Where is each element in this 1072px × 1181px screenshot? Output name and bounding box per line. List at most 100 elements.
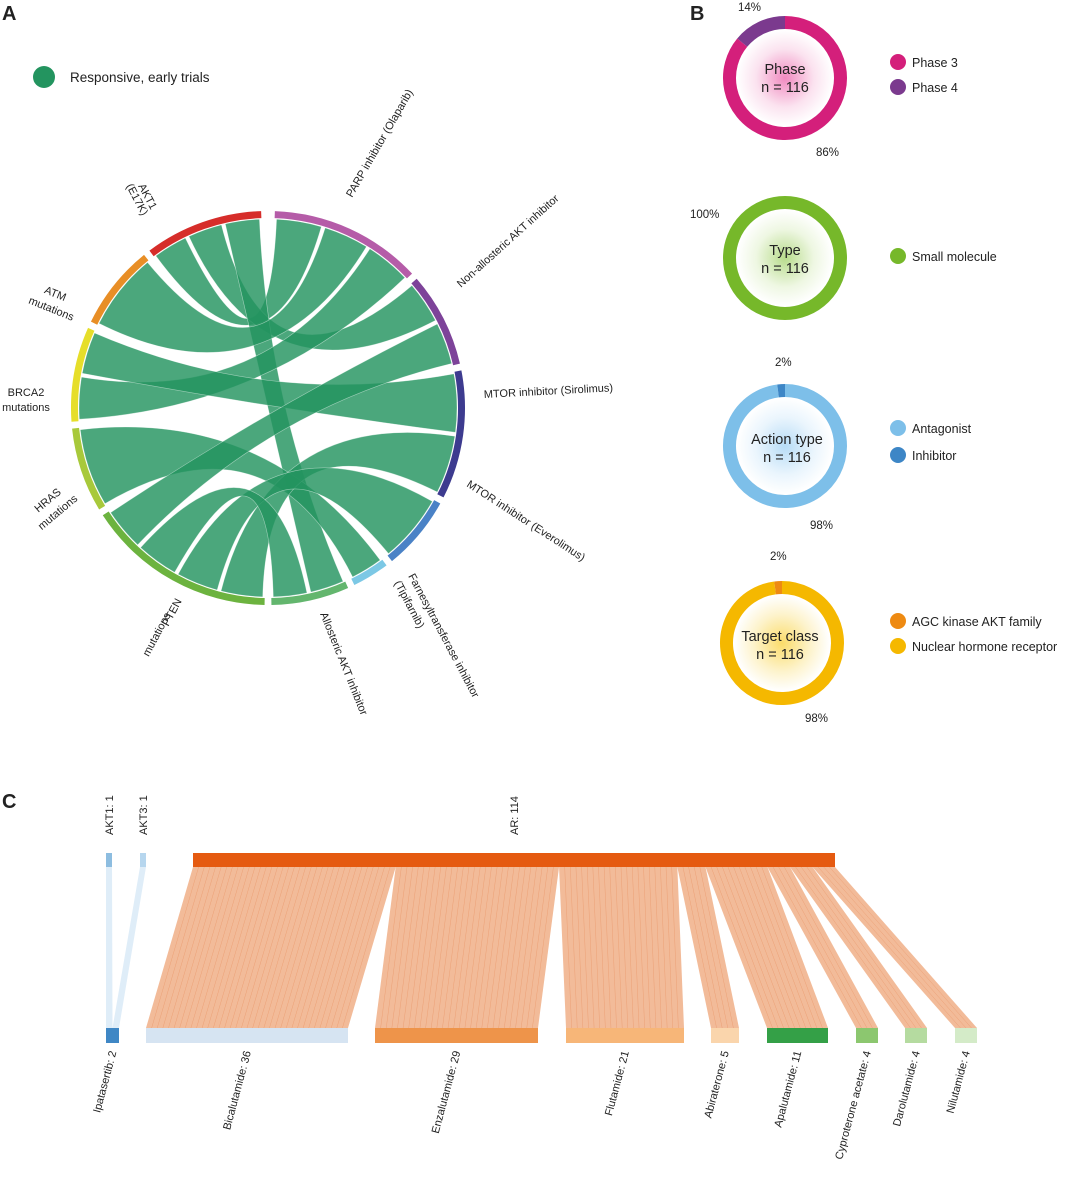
donut-target-pct-agc: 2% xyxy=(770,551,787,563)
donut-phase-title: Phase xyxy=(764,62,805,78)
sankey-source-label: AR: 114 xyxy=(509,796,521,835)
chord-arc-nonallo xyxy=(411,278,460,366)
legend-inhibitor-swatch xyxy=(890,447,906,463)
sankey-target-label: Darolutamide: 4 xyxy=(891,1050,923,1128)
sankey-source-label: AKT1: 1 xyxy=(104,795,116,835)
chord-label-nonallo: Non-allosteric AKT inhibitor xyxy=(455,192,562,290)
donut-panel: Phase n = 116 14% 86% Phase 3 Phase 4 Ty… xyxy=(690,2,1057,725)
sankey-target-node xyxy=(955,1028,977,1043)
chord-arc-atm xyxy=(90,254,149,325)
chord-diagram: Responsive, early trials PARP inhibitor … xyxy=(2,66,613,717)
donut-phase-slices xyxy=(723,16,847,140)
donut-type: Type n = 116 100% Small molecule xyxy=(690,196,997,320)
sankey-target-label: Ipatasertib: 2 xyxy=(91,1050,119,1115)
chord-ribbon-pten-allo xyxy=(140,487,308,598)
donut-phase-pct-phase3: 86% xyxy=(816,147,839,159)
sankey-target-label: Abiraterone: 5 xyxy=(702,1050,731,1120)
sankey-target-node xyxy=(146,1028,348,1043)
donut-action-pct-antagonist: 98% xyxy=(810,520,833,532)
chord-label-mtor-evero: MTOR inhibitor (Everolimus) xyxy=(464,478,587,564)
chord-arc-mtor_siro xyxy=(437,370,465,498)
sankey-flow-stripes-9 xyxy=(817,866,972,1029)
donut-action-slices xyxy=(723,384,847,508)
donut-type-pct: 100% xyxy=(690,209,719,221)
chord-ribbons xyxy=(78,218,458,598)
chord-ribbon-brca2-mtor_siro xyxy=(81,332,458,433)
sankey-flow-stripes-5 xyxy=(682,866,734,1029)
donut-slice-small_molecule xyxy=(723,196,847,320)
sankey-target-label: Flutamide: 21 xyxy=(603,1050,632,1117)
sankey-target-label: Bicalutamide: 36 xyxy=(221,1050,254,1132)
panel-letter-a: A xyxy=(2,3,16,25)
donut-phase-n: n = 116 xyxy=(761,80,809,96)
chord-ribbon-akt1-parp xyxy=(155,218,322,326)
sankey-target-label: Nilutamide: 4 xyxy=(945,1050,973,1115)
chord-label-farnesyl-1: Farnesyltransferase inhibitor xyxy=(405,572,481,700)
chord-label-parp: PARP inhibitor (Olaparib) xyxy=(344,87,416,199)
donut-phase: Phase n = 116 14% 86% Phase 3 Phase 4 xyxy=(723,2,958,159)
legend-antagonist-swatch xyxy=(890,420,906,436)
chord-arc-mtor_evero xyxy=(387,500,441,562)
sankey-nodes xyxy=(106,853,977,1043)
chord-label-pten-2: mutations xyxy=(141,610,174,658)
sankey-source-node xyxy=(193,853,835,867)
donut-slice-antagonist xyxy=(723,384,847,508)
chord-legend-swatch xyxy=(33,66,55,88)
donut-target-glow xyxy=(734,595,830,691)
legend-small-molecule-label: Small molecule xyxy=(912,250,997,264)
legend-nuclear-label: Nuclear hormone receptor xyxy=(912,640,1057,654)
sankey-flows xyxy=(106,866,977,1029)
donut-action-type: Action type n = 116 2% 98% Antagonist In… xyxy=(723,357,972,532)
donut-target-title: Target class xyxy=(741,629,818,645)
legend-phase4-label: Phase 4 xyxy=(912,81,958,95)
sankey-flow-stripes-7 xyxy=(772,866,873,1029)
donut-type-title: Type xyxy=(769,243,800,259)
sankey-target-node xyxy=(106,1028,119,1043)
donut-slice-nuclear xyxy=(720,581,844,705)
legend-agc-label: AGC kinase AKT family xyxy=(912,615,1042,629)
donut-type-n: n = 116 xyxy=(761,261,809,277)
donut-target-n: n = 116 xyxy=(756,647,804,663)
sankey-source-node xyxy=(106,853,112,867)
chord-arc-allo xyxy=(271,581,349,605)
chord-label-brca2-1: BRCA2 xyxy=(8,387,45,399)
chord-arc-brca2 xyxy=(71,327,95,422)
sankey-flow-stripes-8 xyxy=(795,866,922,1029)
sankey-flow-stripes-4 xyxy=(564,866,679,1029)
sankey-flow-stripes-2 xyxy=(151,866,391,1029)
legend-antagonist-label: Antagonist xyxy=(912,422,972,436)
chord-label-mtor-siro: MTOR inhibitor (Sirolimus) xyxy=(484,382,614,401)
chord-arc-hras xyxy=(72,427,106,510)
sankey-target-node xyxy=(375,1028,538,1043)
donut-phase-pct-phase4: 14% xyxy=(738,2,761,14)
donut-target-slices xyxy=(720,581,844,705)
donut-type-glow xyxy=(737,210,833,306)
sankey-flow-stripes-3 xyxy=(380,866,554,1029)
donut-target-class: Target class n = 116 2% 98% AGC kinase A… xyxy=(720,551,1057,725)
sankey-target-node xyxy=(856,1028,878,1043)
donut-action-pct-inhibitor: 2% xyxy=(775,357,792,369)
sankey-source-node xyxy=(140,853,146,867)
sankey-target-label: Apalutamide: 11 xyxy=(772,1050,804,1129)
chord-ribbon-hras-farnesyl xyxy=(79,426,381,578)
sankey-target-node xyxy=(767,1028,828,1043)
donut-slice-phase4 xyxy=(737,16,786,47)
panel-letter-c: C xyxy=(2,791,16,813)
legend-small-molecule-swatch xyxy=(890,248,906,264)
sankey-flow-3 xyxy=(375,867,560,1028)
sankey-target-label: Enzalutamide: 29 xyxy=(430,1050,464,1135)
donut-action-title: Action type xyxy=(751,432,823,448)
sankey-target-node xyxy=(566,1028,684,1043)
legend-nuclear-swatch xyxy=(890,638,906,654)
sankey-flow-4 xyxy=(559,867,684,1028)
chord-arc-parp xyxy=(274,211,413,279)
chord-label-brca2-2: mutations xyxy=(2,402,50,414)
panel-letter-b: B xyxy=(690,3,704,25)
chord-ribbon-pten-nonallo xyxy=(110,323,453,546)
legend-phase4-swatch xyxy=(890,79,906,95)
sankey-flow-stripes-6 xyxy=(710,866,823,1029)
chord-ribbon-atm-parp xyxy=(98,227,367,353)
chord-label-allo: Allosteric AKT inhibitor xyxy=(317,611,369,718)
